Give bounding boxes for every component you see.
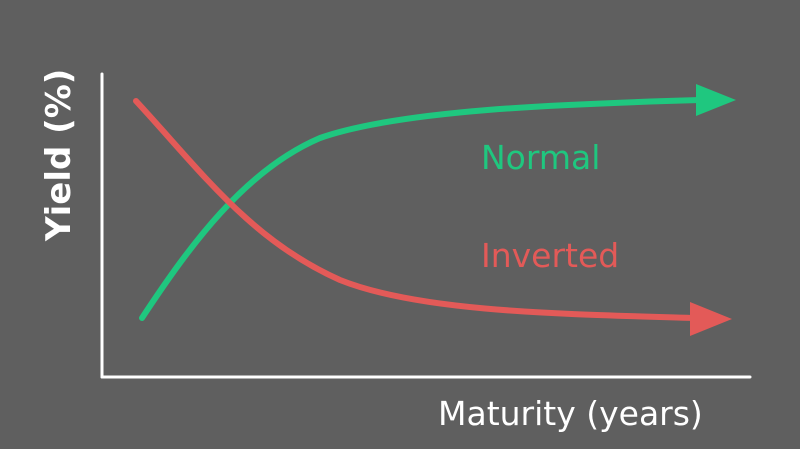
y-axis-label: Yield (%)	[39, 69, 79, 242]
x-axis-label: Maturity (years)	[438, 394, 703, 433]
normal-curve-label: Normal	[481, 138, 600, 177]
normal-curve-arrowhead	[696, 84, 736, 116]
inverted-curve	[133, 98, 697, 321]
normal-curve	[139, 97, 703, 321]
inverted-curve-label: Inverted	[481, 236, 619, 275]
inverted-curve-arrowhead	[690, 302, 732, 336]
